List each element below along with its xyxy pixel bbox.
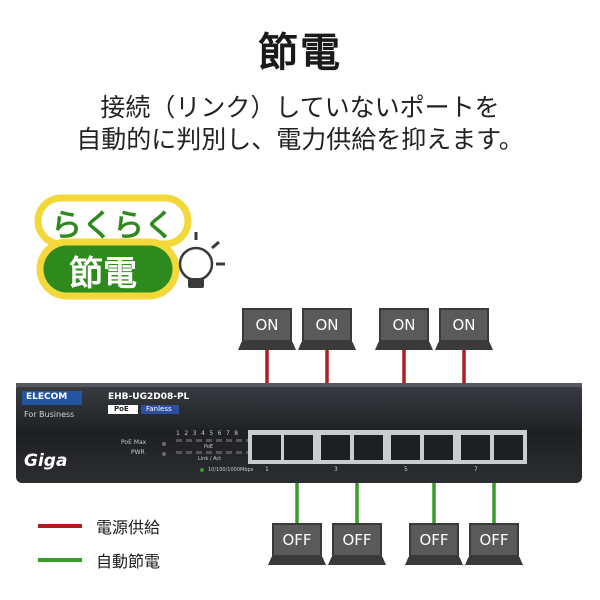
port-numbers-row: 12345678 <box>176 430 243 437</box>
laptop-screen: OFF <box>332 523 382 557</box>
link-act-label: Link / Act <box>198 456 222 462</box>
laptop-base <box>465 557 523 565</box>
laptop-off-3: OFF <box>405 523 463 567</box>
poe-max-label: PoE Max <box>121 439 147 446</box>
port-label-7: 7 <box>474 466 478 473</box>
brand-box <box>22 391 82 405</box>
laptop-screen: ON <box>242 308 292 342</box>
laptop-on-1: ON <box>238 308 296 352</box>
pwr-label: PWR <box>131 449 145 456</box>
laptop-off-4: OFF <box>465 523 523 567</box>
speed-label: 10/100/1000Mbps <box>208 467 254 473</box>
laptop-off-1: OFF <box>268 523 326 567</box>
laptop-screen: ON <box>439 308 489 342</box>
laptop-base <box>268 557 326 565</box>
legend-power: 電源供給 <box>38 514 160 538</box>
laptop-on-2: ON <box>298 308 356 352</box>
laptop-base <box>375 342 433 350</box>
description-line-2: 自動的に判別し、電力供給を抑えます。 <box>76 125 524 154</box>
laptop-screen: ON <box>379 308 429 342</box>
page-title: 節電 <box>258 30 342 76</box>
laptop-on-4: ON <box>435 308 493 352</box>
poe-tag: PoE <box>114 405 129 413</box>
port-label-5: 5 <box>404 466 408 473</box>
laptop-screen: OFF <box>469 523 519 557</box>
badge-background <box>34 194 225 300</box>
laptop-screen: OFF <box>272 523 322 557</box>
laptop-screen: ON <box>302 308 352 342</box>
ethernet-ports <box>252 435 523 460</box>
poe-led-label: PoE <box>204 444 214 450</box>
giga-logo: Giga <box>24 451 68 471</box>
legend-auto: 自動節電 <box>38 548 160 572</box>
fanless-tag: Fanless <box>146 405 172 413</box>
legend-power-line <box>38 524 82 528</box>
description-line-1: 接続（リンク）していないポートを <box>100 93 500 122</box>
switch-body <box>16 383 582 483</box>
easy-power-saving-badge: らくらく 節電 <box>28 192 228 307</box>
legend-auto-label: 自動節電 <box>96 552 161 571</box>
laptop-base <box>328 557 386 565</box>
tagline: For Business <box>24 410 75 419</box>
legend-auto-line <box>38 558 82 562</box>
badge-line-1: らくらく <box>51 208 175 244</box>
network-switch: ELECOM For Business EHB-UG2D08-PL PoE Fa… <box>16 383 582 483</box>
lightbulb-icon <box>178 232 225 288</box>
badge-line-2: 節電 <box>69 254 137 294</box>
laptop-screen: OFF <box>409 523 459 557</box>
laptop-base <box>435 342 493 350</box>
legend-power-label: 電源供給 <box>96 518 161 537</box>
brand-logo: ELECOM <box>26 392 68 402</box>
laptop-off-2: OFF <box>328 523 386 567</box>
laptop-base <box>238 342 296 350</box>
laptop-base <box>405 557 463 565</box>
laptop-base <box>298 342 356 350</box>
port-label-3: 3 <box>334 466 338 473</box>
port-label-1: 1 <box>265 466 269 473</box>
model-number: EHB-UG2D08-PL <box>108 392 190 402</box>
laptop-on-3: ON <box>375 308 433 352</box>
